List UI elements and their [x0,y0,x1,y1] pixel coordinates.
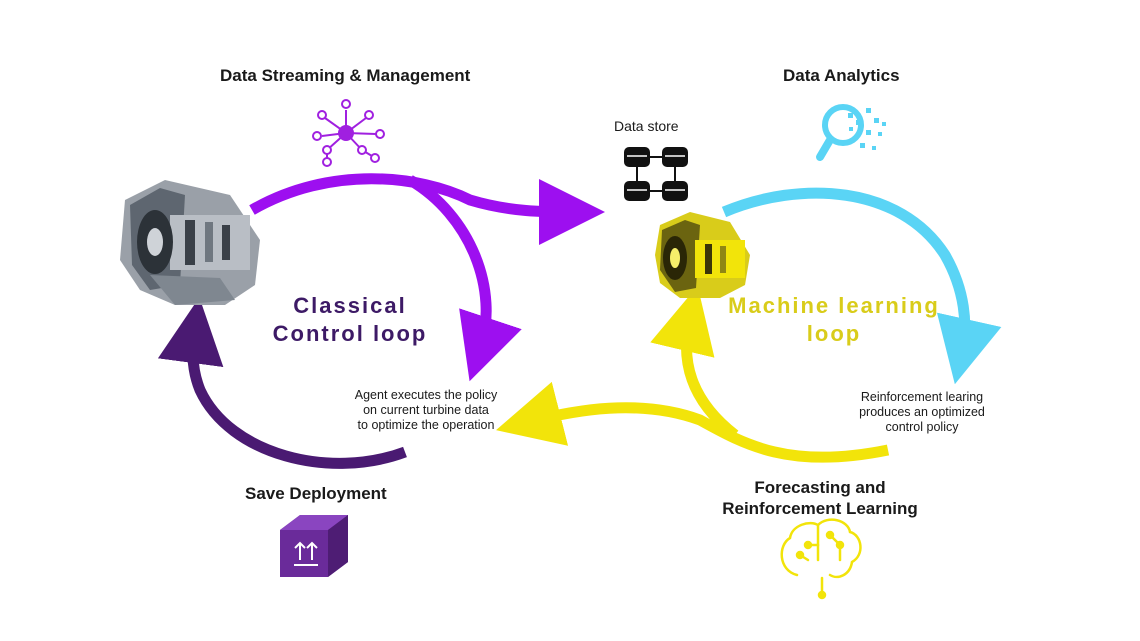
classical-line-2: Control loop [272,321,428,346]
title-ml-loop: Machine learning loop [716,292,952,348]
arrow-engine-to-datastore [249,173,605,245]
turbine-engine-image [120,180,260,305]
label-save-deployment: Save Deployment [245,484,387,503]
arrow-up-to-ml-engine [650,285,739,440]
step-agent: Agent executes the policy on current tur… [342,388,510,433]
ml-line-2: loop [806,321,862,346]
classical-line-1: Classical [293,293,407,318]
arrow-analytics-to-rl [721,187,1002,385]
database-icon [624,147,688,201]
arrow-rl-to-agent [496,381,890,463]
ml-line-1: Machine learning [728,293,940,318]
agent-line-2: on current turbine data [363,403,489,417]
label-data-analytics: Data Analytics [783,66,900,85]
forecasting-line-1: Forecasting and [754,478,886,497]
forecasting-line-2: Reinforcement Learning [722,499,918,518]
label-forecasting: Forecasting and Reinforcement Learning [720,477,920,519]
label-data-store: Data store [614,118,679,134]
network-icon [312,99,385,167]
rl-line-3: control policy [885,420,959,434]
turbine-engine-yellow-image [655,212,750,298]
agent-line-1: Agent executes the policy [354,388,498,402]
label-data-streaming: Data Streaming & Management [220,66,471,85]
step-rl: Reinforcement learing produces an optimi… [848,390,996,435]
rl-line-2: produces an optimized [859,405,985,419]
arrow-down-to-agent [407,175,522,382]
magnifier-data-icon [816,104,886,161]
brain-circuit-icon [780,518,862,600]
title-classical-loop: Classical Control loop [255,292,445,348]
agent-line-3: to optimize the operation [357,418,495,432]
arrow-deployment-to-engine [157,297,407,469]
package-icon [280,515,348,577]
rl-line-1: Reinforcement learing [860,390,984,404]
